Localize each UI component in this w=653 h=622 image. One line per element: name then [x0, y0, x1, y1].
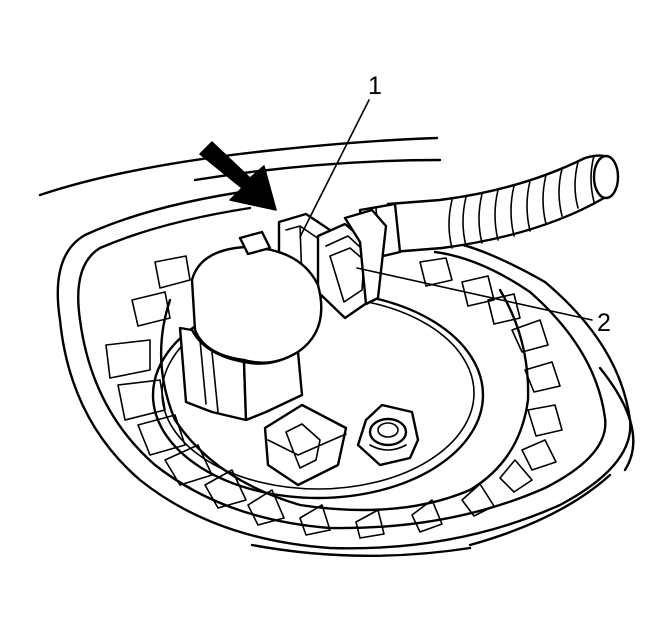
callout-label-2: 2 [597, 309, 611, 337]
leader-line-1 [299, 99, 370, 238]
leader-lines [299, 99, 593, 321]
callout-label-1: 1 [368, 72, 382, 100]
fuel-fitting [356, 403, 420, 467]
square-cover [263, 403, 348, 487]
arrow-icon [199, 141, 277, 211]
pump-cap [178, 230, 323, 422]
connector-lock [316, 208, 388, 320]
fuel-hose [358, 154, 620, 262]
leader-line-2 [356, 267, 593, 321]
retaining-ring [105, 255, 563, 539]
